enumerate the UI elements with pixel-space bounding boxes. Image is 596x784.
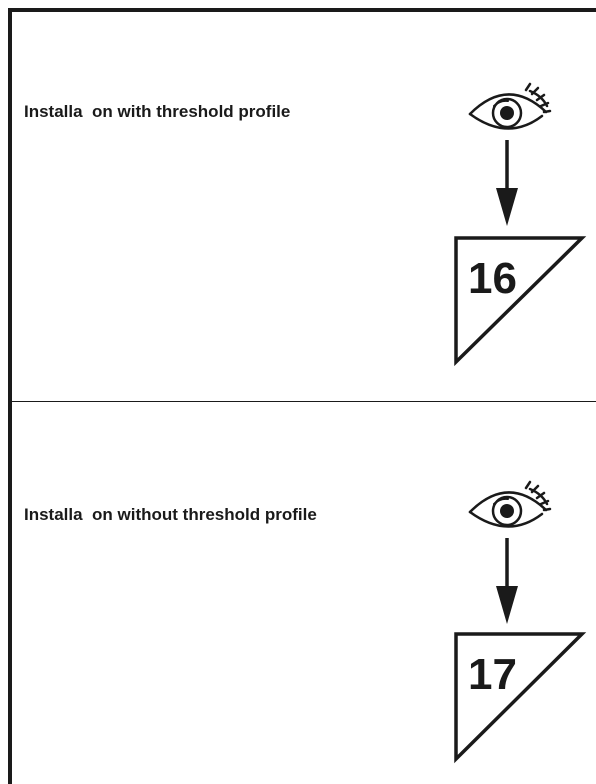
section-label: Installa on with threshold profile <box>24 102 291 121</box>
section-without-threshold: Installa on without threshold profile <box>12 402 596 784</box>
eye-icon <box>468 82 552 130</box>
left-border <box>8 8 12 784</box>
section-label: Installa on without threshold profile <box>24 505 317 524</box>
reference-triangle: 16 <box>454 236 587 367</box>
reference-symbol: 16 <box>430 76 590 376</box>
section-with-threshold: Installa on with threshold profile <box>12 12 596 401</box>
top-border <box>8 8 596 12</box>
reference-number: 17 <box>468 650 517 699</box>
reference-symbol: 17 <box>430 474 590 774</box>
down-arrow-icon <box>496 538 518 624</box>
section-divider <box>12 401 596 402</box>
down-arrow-icon <box>496 140 518 226</box>
reference-number: 16 <box>468 254 517 303</box>
eye-icon <box>468 480 552 528</box>
reference-triangle: 17 <box>454 632 587 764</box>
